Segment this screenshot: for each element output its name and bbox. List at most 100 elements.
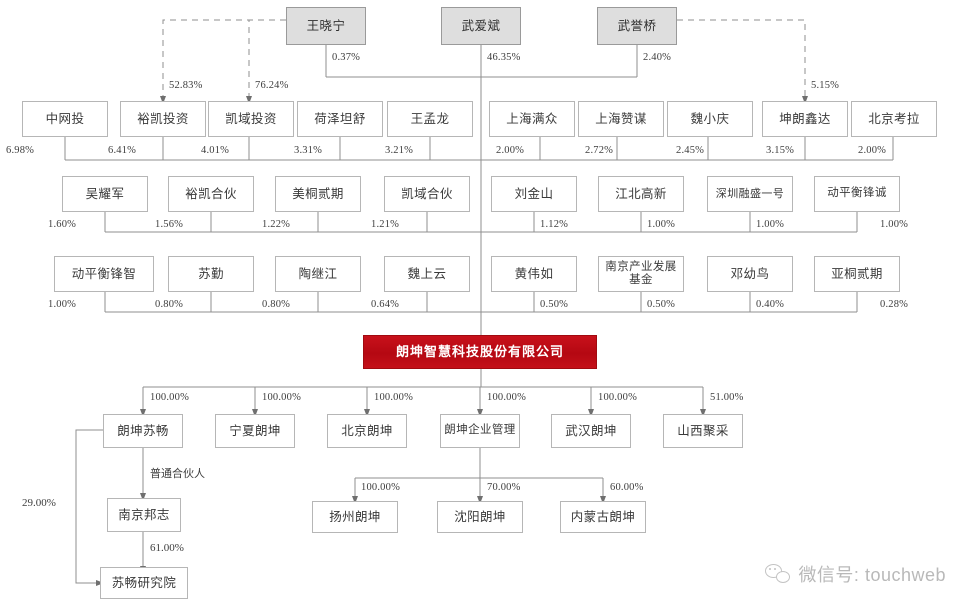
subsidiary-box[interactable]: 武汉朗坤	[551, 414, 631, 448]
shareholder-pct: 3.31%	[294, 145, 323, 156]
shareholder-label: 陶继江	[298, 266, 338, 281]
shareholder-pct: 3.15%	[766, 145, 795, 156]
shareholder-label: 中网投	[45, 111, 85, 126]
shareholder-box[interactable]: 深圳融盛一号	[707, 176, 793, 212]
shareholder-box[interactable]: 陶继江	[275, 256, 361, 292]
left-chain-label: 南京邦志	[118, 507, 170, 522]
shareholder-box[interactable]: 江北高新	[598, 176, 684, 212]
shareholder-box[interactable]: 邓幼鸟	[707, 256, 793, 292]
shareholder-box[interactable]: 魏上云	[384, 256, 470, 292]
shareholder-label: 苏勤	[198, 266, 224, 281]
subsidiary-label: 武汉朗坤	[565, 423, 617, 438]
shareholder-label: 邓幼鸟	[730, 266, 770, 281]
shareholder-box[interactable]: 黄伟如	[491, 256, 577, 292]
subsidiary-pct: 100.00%	[150, 392, 190, 403]
shareholder-box[interactable]: 中网投	[22, 101, 108, 137]
pct-wangxiaoning-yukaitouzi: 76.24%	[255, 80, 289, 91]
pct-wangxiaoning-direct: 0.37%	[332, 52, 361, 63]
shareholder-label: 刘金山	[514, 186, 554, 201]
controller-box-wangxiaoning[interactable]: 王晓宁	[286, 7, 366, 45]
shareholder-box[interactable]: 动平衡锋智	[54, 256, 154, 292]
shareholder-pct: 0.28%	[880, 299, 909, 310]
shareholder-label: 南京产业发展基金	[605, 260, 677, 286]
shareholder-pct: 0.50%	[647, 299, 676, 310]
subsidiary-pct: 100.00%	[487, 392, 527, 403]
wechat-icon	[765, 564, 791, 584]
sub-subsidiary-box[interactable]: 沈阳朗坤	[437, 501, 523, 533]
sub-subsidiary-label: 沈阳朗坤	[454, 509, 506, 524]
shareholder-label: 黄伟如	[514, 266, 554, 281]
shareholder-box[interactable]: 坤朗鑫达	[762, 101, 848, 137]
subsidiary-pct: 100.00%	[598, 392, 638, 403]
watermark-text: 微信号: touchweb	[798, 565, 946, 585]
shareholder-pct: 1.00%	[647, 219, 676, 230]
shareholder-box[interactable]: 美桐贰期	[275, 176, 361, 212]
subsidiary-box[interactable]: 山西聚采	[663, 414, 743, 448]
shareholder-box[interactable]: 凯域投资	[208, 101, 294, 137]
shareholder-box[interactable]: 荷泽坦舒	[297, 101, 383, 137]
shareholder-box[interactable]: 上海满众	[489, 101, 575, 137]
shareholder-label: 上海赞谋	[595, 111, 647, 126]
shareholder-pct: 1.12%	[540, 219, 569, 230]
shareholder-pct: 4.01%	[201, 145, 230, 156]
shareholder-box[interactable]: 上海赞谋	[578, 101, 664, 137]
shareholder-box[interactable]: 裕凯合伙	[168, 176, 254, 212]
shareholder-pct: 2.72%	[585, 145, 614, 156]
shareholder-pct: 1.00%	[880, 219, 909, 230]
shareholder-label: 江北高新	[615, 186, 667, 201]
subsidiary-box[interactable]: 北京朗坤	[327, 414, 407, 448]
shareholder-label: 荷泽坦舒	[314, 111, 366, 126]
shareholder-box[interactable]: 王孟龙	[387, 101, 473, 137]
shareholder-pct: 2.00%	[858, 145, 887, 156]
subsidiary-box[interactable]: 宁夏朗坤	[215, 414, 295, 448]
shareholder-box[interactable]: 苏勤	[168, 256, 254, 292]
shareholder-pct: 6.41%	[108, 145, 137, 156]
shareholder-box[interactable]: 南京产业发展基金	[598, 256, 684, 292]
subsidiary-pct: 100.00%	[262, 392, 302, 403]
subsidiary-box[interactable]: 朗坤苏畅	[103, 414, 183, 448]
sub-subsidiary-box[interactable]: 内蒙古朗坤	[560, 501, 646, 533]
pct-wuaibin-direct: 46.35%	[487, 52, 521, 63]
shareholder-label: 凯域投资	[225, 111, 277, 126]
shareholder-pct: 2.00%	[496, 145, 525, 156]
shareholder-label: 凯域合伙	[401, 186, 453, 201]
controller-label: 王晓宁	[306, 18, 346, 33]
subsidiary-box[interactable]: 朗坤企业管理	[440, 414, 520, 448]
subsidiary-label: 北京朗坤	[341, 423, 393, 438]
pct-wuyuqiao-direct: 2.40%	[643, 52, 672, 63]
sub-subsidiary-pct: 100.00%	[361, 482, 401, 493]
shareholder-pct: 1.22%	[262, 219, 291, 230]
sub-subsidiary-box[interactable]: 扬州朗坤	[312, 501, 398, 533]
sub-subsidiary-label: 扬州朗坤	[329, 509, 381, 524]
shareholder-box[interactable]: 裕凯投资	[120, 101, 206, 137]
shareholder-box[interactable]: 魏小庆	[667, 101, 753, 137]
shareholder-label: 王孟龙	[410, 111, 450, 126]
shareholder-box[interactable]: 动平衡锋诚	[814, 176, 900, 212]
subsidiary-label: 山西聚采	[677, 423, 729, 438]
shareholder-box[interactable]: 刘金山	[491, 176, 577, 212]
shareholder-pct: 1.00%	[48, 299, 77, 310]
shareholder-box[interactable]: 吴耀军	[62, 176, 148, 212]
shareholder-label: 裕凯投资	[137, 111, 189, 126]
left-chain-box-suchangyanjiuyuan[interactable]: 苏畅研究院	[100, 567, 188, 599]
shareholder-pct: 0.80%	[155, 299, 184, 310]
shareholder-label: 动平衡锋智	[71, 266, 137, 281]
pct-wangxiaoning-zhongwangtou: 52.83%	[169, 80, 203, 91]
controller-box-wuyuqiao[interactable]: 武誉桥	[597, 7, 677, 45]
subsidiary-label: 朗坤苏畅	[117, 423, 169, 438]
left-chain-box-nanjingbangzhi[interactable]: 南京邦志	[107, 498, 181, 532]
company-box[interactable]: 朗坤智慧科技股份有限公司	[363, 335, 597, 369]
sub-subsidiary-pct: 70.00%	[487, 482, 521, 493]
subsidiary-pct: 100.00%	[374, 392, 414, 403]
shareholder-label: 美桐贰期	[292, 186, 344, 201]
watermark: 微信号: touchweb	[765, 561, 946, 587]
shareholder-label: 吴耀军	[85, 186, 125, 201]
subsidiary-label: 朗坤企业管理	[444, 424, 516, 437]
controller-box-wuaibin[interactable]: 武爱斌	[441, 7, 521, 45]
edge-label-61pct: 61.00%	[150, 542, 184, 554]
shareholder-box[interactable]: 亚桐贰期	[814, 256, 900, 292]
shareholder-label: 北京考拉	[868, 111, 920, 126]
shareholder-box[interactable]: 凯域合伙	[384, 176, 470, 212]
shareholder-box[interactable]: 北京考拉	[851, 101, 937, 137]
